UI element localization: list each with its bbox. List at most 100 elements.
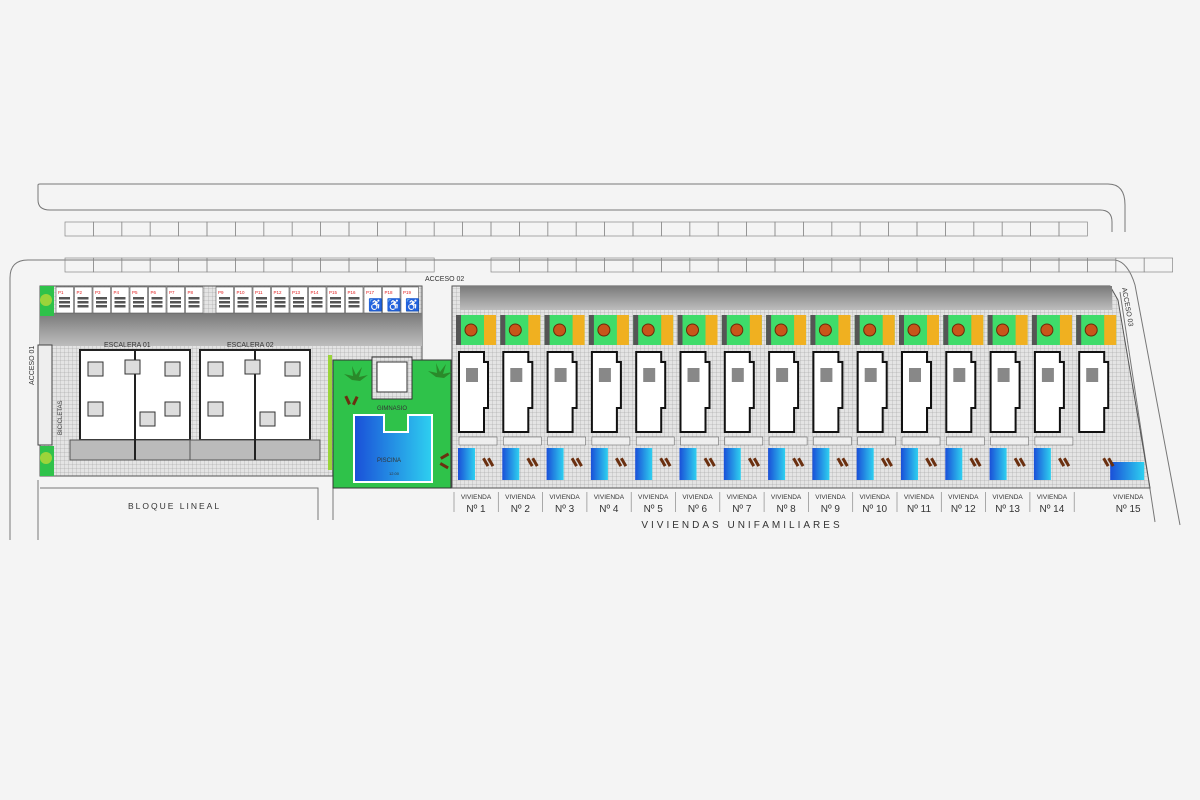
street-bay <box>717 221 747 237</box>
parking-space-label: P1 <box>58 290 64 295</box>
parking-space-label: P10 <box>237 290 246 295</box>
street-bay <box>1115 257 1145 273</box>
house-type-label: VIVIENDA <box>461 494 492 501</box>
parking-space: P7 <box>166 286 185 314</box>
parking-space-label: P9 <box>218 290 224 295</box>
bicycles-label: BICICLETAS <box>58 400 64 435</box>
street-bay <box>1001 221 1031 237</box>
parking-space-label: P11 <box>255 290 263 295</box>
parking-space-label: P14 <box>311 290 320 295</box>
house-number: Nº 11 <box>907 504 931 515</box>
house-number: Nº 13 <box>995 504 1020 515</box>
house-number: Nº 9 <box>821 504 841 515</box>
house-plot <box>854 315 896 480</box>
plan-labels: ACCESO 01 ACCESO 02 ACCESO 03 ESCALERA 0… <box>29 276 1134 531</box>
houses-area <box>451 285 1151 489</box>
block-label: BLOQUE LINEAL <box>128 501 221 511</box>
house-label: VIVIENDA Nº 14 <box>1029 492 1068 515</box>
parking-space-label: P18 <box>385 290 394 295</box>
street-bay <box>377 221 407 237</box>
house-number: Nº 4 <box>599 504 619 515</box>
parking-space-label: P7 <box>169 290 175 295</box>
street-bay <box>859 221 889 237</box>
parking-space-label: P16 <box>348 290 357 295</box>
parking-space: P8 <box>185 286 204 314</box>
parking-space: P18 ♿ <box>382 286 402 314</box>
stair-2-label: ESCALERA 02 <box>227 342 274 349</box>
street-bay <box>149 221 179 237</box>
street-bay <box>433 221 463 237</box>
street-bay <box>490 221 520 237</box>
house-type-label: VIVIENDA <box>948 494 979 501</box>
pool-label: PISCINA <box>377 458 401 464</box>
parking-space-label: P19 <box>403 290 412 295</box>
parking-space-label: P3 <box>95 290 101 295</box>
house-type-label: VIVIENDA <box>1037 494 1068 501</box>
street-bay <box>519 221 549 237</box>
house-type-label: VIVIENDA <box>505 494 536 501</box>
street-bay <box>64 221 94 237</box>
parking-space-label: P6 <box>151 290 157 295</box>
house-label: VIVIENDA Nº 13 <box>985 492 1023 515</box>
accessible-icon: ♿ <box>387 298 402 312</box>
parking-space: P11 <box>252 286 271 314</box>
street-bay <box>235 221 265 237</box>
street-bay <box>973 221 1003 237</box>
apartment-stair-core <box>69 349 201 461</box>
street-bay <box>291 221 321 237</box>
house-number: Nº 1 <box>466 504 486 515</box>
house-plot <box>1031 315 1074 480</box>
parking-space: P3 <box>92 286 111 314</box>
access-1-label: ACCESO 01 <box>29 346 36 385</box>
houses-title: VIVIENDAS UNIFAMILIARES <box>641 520 842 531</box>
gym-label: GIMNASIO <box>377 406 407 412</box>
access-2-label: ACCESO 02 <box>425 276 464 283</box>
accessible-icon: ♿ <box>405 298 420 312</box>
street-bay <box>774 221 804 237</box>
street-bay <box>689 221 719 237</box>
parking-space-label: P15 <box>329 290 338 295</box>
parking-space-label: P12 <box>274 290 283 295</box>
street-bay <box>661 221 691 237</box>
house-type-label: VIVIENDA <box>727 494 758 501</box>
house-plot <box>588 315 631 480</box>
house-type-label: VIVIENDA <box>904 494 935 501</box>
parking-space: P1 <box>55 286 74 314</box>
house-number: Nº 10 <box>862 504 887 515</box>
house-label: VIVIENDA Nº 4 <box>586 492 625 515</box>
street-bay <box>178 221 208 237</box>
parking-space-label: P4 <box>114 290 120 295</box>
house-type-label: VIVIENDA <box>860 494 891 501</box>
house-label: VIVIENDA Nº 1 <box>453 492 492 515</box>
street-outline <box>9 183 1181 540</box>
stair-1-label: ESCALERA 01 <box>104 342 151 349</box>
street-bay <box>121 221 151 237</box>
house-type-label: VIVIENDA <box>1113 494 1144 501</box>
street-bay <box>206 221 236 237</box>
street-bay <box>916 221 946 237</box>
house-type-label: VIVIENDA <box>992 494 1023 501</box>
house-number: Nº 3 <box>555 504 575 515</box>
house-type-label: VIVIENDA <box>594 494 625 501</box>
street-bay <box>575 221 605 237</box>
parking-space: P13 <box>289 286 308 314</box>
house-plot <box>456 315 498 480</box>
accessible-icon: ♿ <box>368 298 383 312</box>
parking-space: P15 <box>326 286 345 314</box>
house-number: Nº 14 <box>1040 504 1065 515</box>
street-bay <box>405 257 435 273</box>
street-bay <box>93 221 123 237</box>
pool-dimension: 12.00 <box>389 471 400 476</box>
house-plot <box>943 315 985 480</box>
street-parking-bays <box>64 221 1173 273</box>
parking-space-label: P17 <box>366 290 375 295</box>
parking-space: P2 <box>74 286 93 314</box>
street-bay <box>803 221 833 237</box>
